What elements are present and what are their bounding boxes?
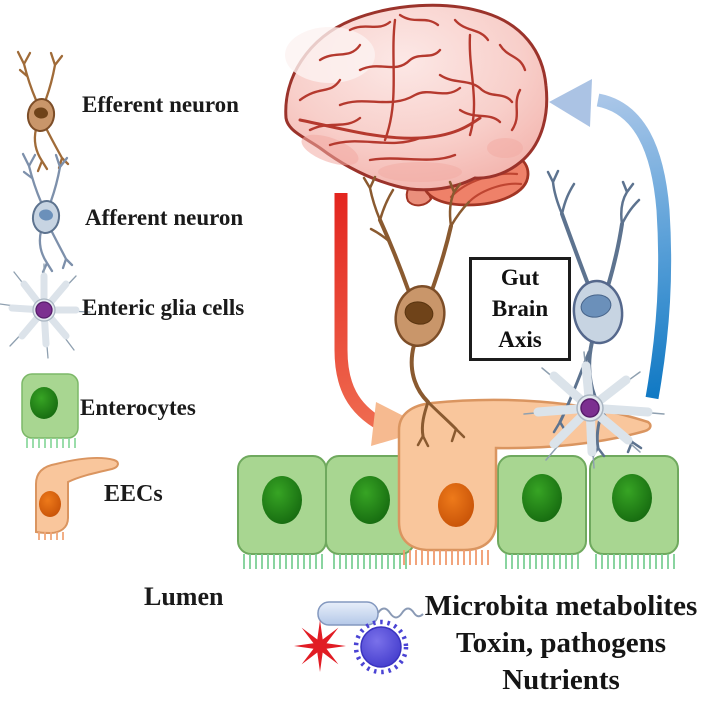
axis-box-line1: Gut bbox=[500, 265, 540, 290]
afferent-neuron-figure bbox=[546, 169, 643, 458]
afferent-neuron-icon bbox=[21, 152, 74, 274]
bottom-legend-line3: Nutrients bbox=[502, 664, 620, 696]
pathogen-virus-icon bbox=[353, 619, 409, 675]
enterocyte-cell bbox=[497, 455, 587, 555]
microvilli-legend-eec bbox=[38, 532, 66, 540]
enterocyte-cell bbox=[237, 455, 327, 555]
microvilli-eec bbox=[403, 550, 493, 565]
bacterium-icon bbox=[317, 601, 424, 626]
axis-box-line3: Axis bbox=[498, 327, 542, 352]
microvilli-legend bbox=[26, 438, 78, 448]
microvilli bbox=[505, 554, 583, 569]
axis-box-line2: Brain bbox=[491, 296, 549, 321]
brain-illustration bbox=[284, 3, 549, 207]
microvilli bbox=[333, 554, 411, 569]
microvilli bbox=[243, 554, 323, 569]
efferent-neuron-figure bbox=[362, 175, 471, 448]
efferent-neuron-icon bbox=[16, 50, 70, 173]
enteric-glia-figure bbox=[523, 351, 665, 469]
enterocyte-cell bbox=[325, 455, 415, 555]
bottom-legend: Microbita metabolites Toxin, pathogens N… bbox=[402, 588, 720, 699]
enterocyte-icon bbox=[21, 373, 79, 439]
legend-label-enterocytes: Enterocytes bbox=[80, 395, 196, 420]
legend-label-afferent: Afferent neuron bbox=[85, 205, 244, 230]
bottom-legend-line1: Microbita metabolites bbox=[424, 590, 698, 622]
legend-label-eecs: EECs bbox=[104, 481, 163, 507]
bottom-legend-line2: Toxin, pathogens bbox=[455, 627, 667, 659]
microvilli bbox=[595, 554, 675, 569]
afferent-blue-arrow bbox=[549, 79, 672, 400]
legend-label-efferent: Efferent neuron bbox=[82, 92, 239, 117]
gut-brain-axis-box: Gut Brain Axis bbox=[469, 257, 571, 361]
legend-label-glia: Enteric glia cells bbox=[82, 295, 245, 320]
enterocyte-cell bbox=[589, 455, 679, 555]
brain-gyri bbox=[298, 13, 527, 162]
enteric-glia-cell-icon bbox=[0, 263, 91, 359]
toxin-star-icon bbox=[294, 620, 346, 672]
enterocyte-row bbox=[237, 455, 679, 555]
lumen-label: Lumen bbox=[144, 582, 224, 611]
